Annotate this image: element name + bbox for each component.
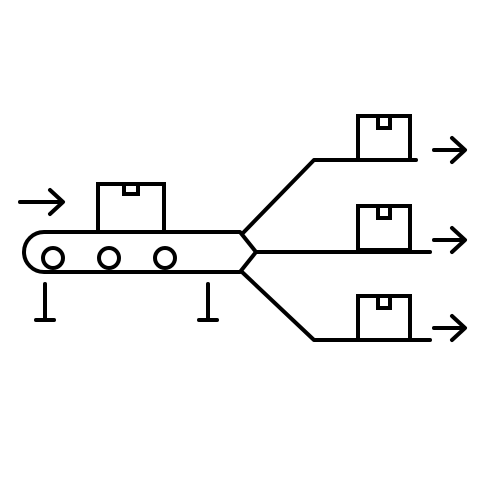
output-arrow-bottom-icon	[432, 314, 467, 342]
output-box-middle-icon	[356, 204, 412, 252]
support-leg-right-icon	[197, 282, 219, 322]
output-arrow-top-icon	[432, 136, 467, 164]
output-box-bottom-icon	[356, 294, 412, 342]
roller-3-icon	[153, 246, 177, 270]
conveyor-belt-icon	[22, 230, 258, 274]
roller-1-icon	[41, 246, 65, 270]
box-on-belt-icon	[96, 182, 166, 234]
incoming-arrow-icon	[18, 188, 65, 216]
output-box-top-icon	[356, 114, 412, 162]
output-arrow-middle-icon	[432, 226, 467, 254]
roller-2-icon	[97, 246, 121, 270]
support-leg-left-icon	[34, 282, 56, 322]
